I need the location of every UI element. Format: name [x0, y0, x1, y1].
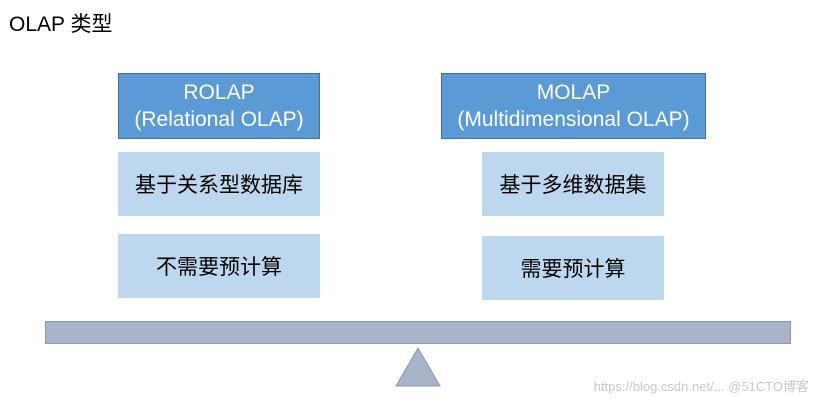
rolap-full-name: (Relational OLAP) — [134, 108, 304, 131]
rolap-feature-precompute: 不需要预计算 — [118, 234, 320, 298]
watermark: https://blog.csdn.net/... @51CTO博客 — [593, 379, 809, 394]
molap-feature-cube: 基于多维数据集 — [482, 152, 664, 216]
molap-feature-precompute: 需要预计算 — [482, 236, 664, 300]
fulcrum-triangle-icon — [395, 347, 441, 387]
molap-full-name: (Multidimensional OLAP) — [457, 108, 690, 131]
rolap-name: ROLAP — [183, 81, 255, 104]
rolap-feature-database: 基于关系型数据库 — [118, 152, 320, 216]
page-title: OLAP 类型 — [9, 13, 113, 36]
molap-name: MOLAP — [536, 81, 611, 104]
balance-beam — [45, 321, 791, 344]
rolap-header-box: ROLAP (Relational OLAP) — [118, 73, 320, 139]
molap-header-box: MOLAP (Multidimensional OLAP) — [441, 73, 706, 139]
